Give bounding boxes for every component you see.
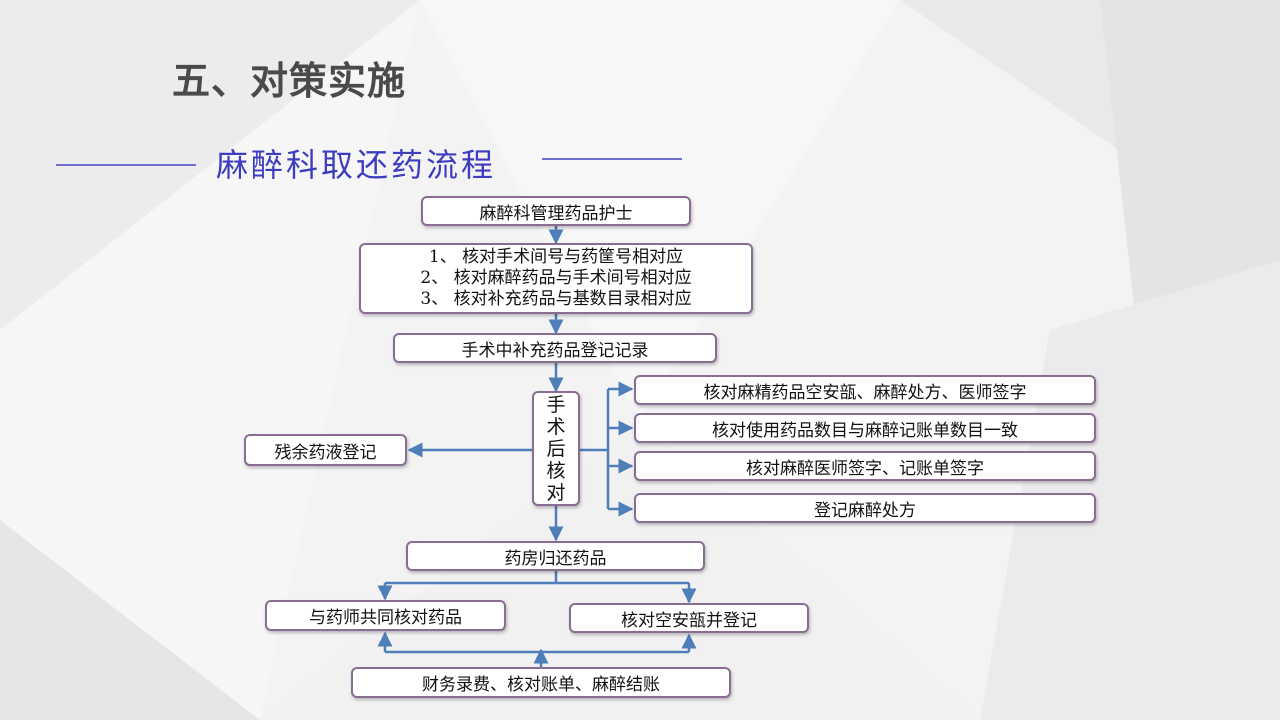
post-check-char-4: 核	[546, 459, 566, 482]
post-check-char-5: 对	[546, 481, 566, 504]
node-ampoule: 核对空安瓿并登记	[569, 603, 809, 633]
node-nurse: 麻醉科管理药品护士	[421, 196, 691, 226]
node-return: 药房归还药品	[406, 541, 705, 571]
node-right-item-4: 登记麻醉处方	[634, 493, 1096, 523]
node-right-item-1: 核对麻精药品空安瓿、麻醉处方、医师签字	[634, 375, 1096, 405]
check-item-1: 1、 核对手术间号与药筐号相对应	[428, 247, 684, 267]
node-residual: 残余药液登记	[244, 434, 407, 466]
post-check-char-2: 术	[546, 415, 566, 438]
post-check-char-3: 后	[546, 437, 566, 460]
node-register: 手术中补充药品登记记录	[393, 333, 717, 363]
node-right-item-2: 核对使用药品数目与麻醉记账单数目一致	[634, 413, 1096, 443]
post-check-char-1: 手	[546, 393, 566, 416]
subtitle-rule-left	[56, 164, 196, 166]
node-post-check: 手 术 后 核 对	[532, 391, 580, 506]
node-pharmacist: 与药师共同核对药品	[265, 600, 506, 631]
node-finance: 财务录费、核对账单、麻醉结账	[351, 667, 731, 698]
page-title: 五、对策实施	[172, 59, 407, 103]
subtitle-rule-right	[542, 158, 682, 160]
node-checks: 1、 核对手术间号与药筐号相对应 2、 核对麻醉药品与手术间号相对应 3、 核对…	[359, 243, 753, 314]
check-item-2: 2、 核对麻醉药品与手术间号相对应	[420, 268, 692, 288]
page-subtitle: 麻醉科取还药流程	[216, 146, 497, 184]
node-right-item-3: 核对麻醉医师签字、记账单签字	[634, 451, 1096, 481]
check-item-3: 3、 核对补充药品与基数目录相对应	[420, 289, 692, 309]
